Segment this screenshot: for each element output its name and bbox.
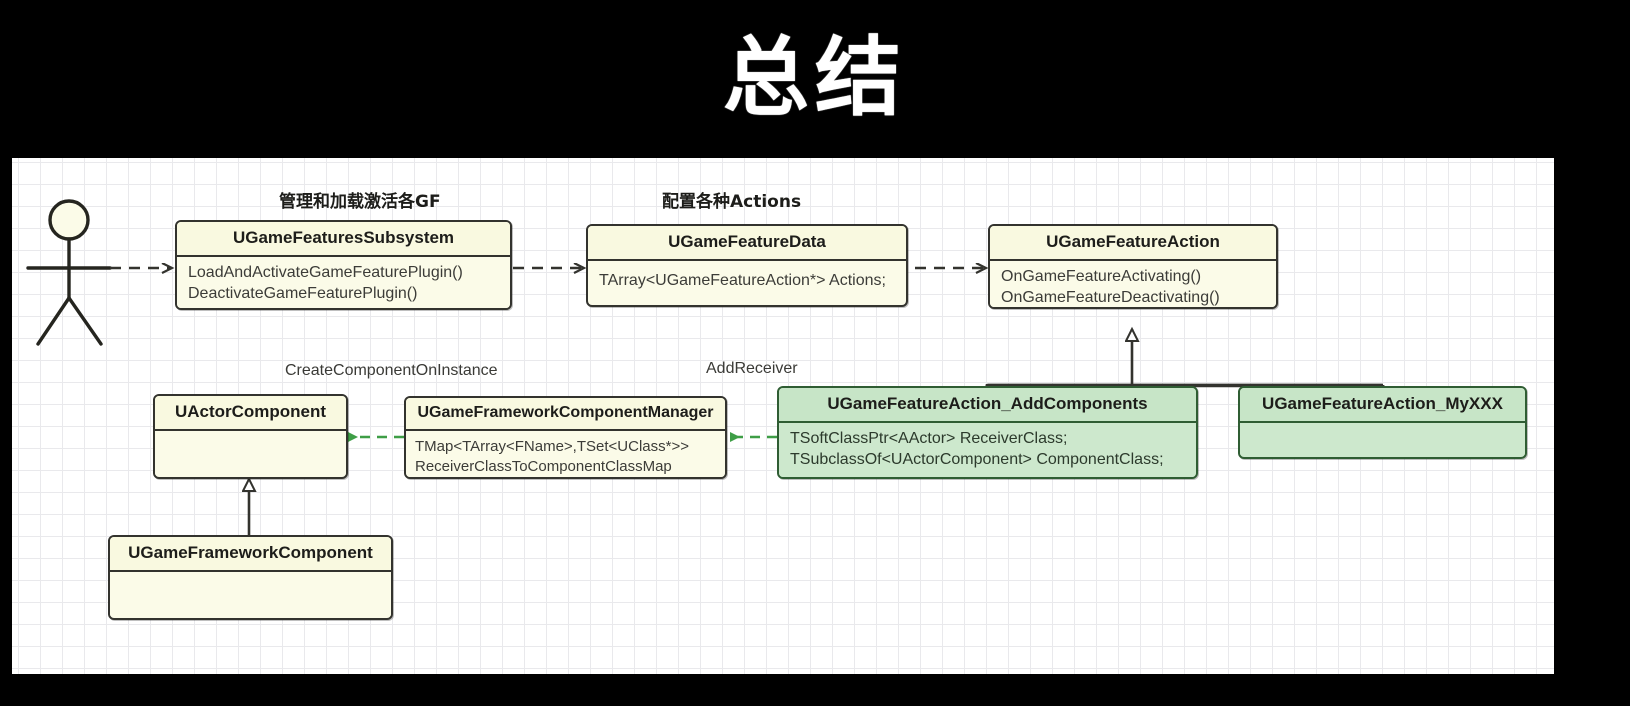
class-title-ugamefeaturessubsystem: UGameFeaturesSubsystem <box>177 222 510 257</box>
class-title-uactorcomponent: UActorComponent <box>155 396 346 431</box>
class-title-ugameframeworkcomponent: UGameFrameworkComponent <box>110 537 391 572</box>
user-actor-icon <box>26 199 112 346</box>
member-line: ReceiverClassToComponentClassMap <box>415 457 672 475</box>
diagram-canvas: 管理和加载激活各GF 配置各种Actions CreateComponentOn… <box>12 158 1554 674</box>
class-members-ugamefeatureaction-myxxx <box>1240 423 1525 455</box>
member-line: LoadAndActivateGameFeaturePlugin() <box>188 264 463 281</box>
class-box-ugamefeaturedata[interactable]: UGameFeatureData TArray<UGameFeatureActi… <box>586 224 908 307</box>
generalization-to-featureaction <box>986 329 1385 388</box>
class-members-ugamefeaturessubsystem: LoadAndActivateGameFeaturePlugin() Deact… <box>177 257 510 308</box>
class-box-ugamefeatureaction-myxxx[interactable]: UGameFeatureAction_MyXXX <box>1238 386 1527 459</box>
class-members-uactorcomponent <box>155 431 346 475</box>
member-line: OnGameFeatureDeactivating() <box>1001 288 1220 306</box>
member-line: TSubclassOf<UActorComponent> ComponentCl… <box>790 450 1164 468</box>
member-line: TSoftClassPtr<AActor> ReceiverClass; <box>790 430 1068 447</box>
class-box-ugameframeworkcomponent[interactable]: UGameFrameworkComponent <box>108 535 393 620</box>
title-banner: 总结 <box>0 0 1630 155</box>
class-members-ugameframeworkcomponentmanager: TMap<TArray<FName>,TSet<UClass*>> Receiv… <box>406 431 725 477</box>
class-box-ugamefeatureaction-addcomponents[interactable]: UGameFeatureAction_AddComponents TSoftCl… <box>777 386 1198 479</box>
member-line: TMap<TArray<FName>,TSet<UClass*>> <box>415 438 689 455</box>
class-title-ugameframeworkcomponentmanager: UGameFrameworkComponentManager <box>406 398 725 431</box>
annotation-create-component-on-instance: CreateComponentOnInstance <box>285 362 498 379</box>
class-members-ugamefeaturedata: TArray<UGameFeatureAction*> Actions; <box>588 261 906 298</box>
member-line: DeactivateGameFeaturePlugin() <box>188 284 418 302</box>
annotation-add-receiver: AddReceiver <box>706 360 798 377</box>
class-members-ugameframeworkcomponent <box>110 572 391 616</box>
class-box-ugameframeworkcomponentmanager[interactable]: UGameFrameworkComponentManager TMap<TArr… <box>404 396 727 479</box>
annotation-manage-gf: 管理和加载激活各GF <box>279 192 441 212</box>
member-line: OnGameFeatureActivating() <box>1001 268 1202 285</box>
page-title: 总结 <box>723 27 907 128</box>
member-line: TArray<UGameFeatureAction*> Actions; <box>599 272 886 289</box>
class-box-uactorcomponent[interactable]: UActorComponent <box>153 394 348 479</box>
annotation-configure-actions: 配置各种Actions <box>662 192 802 212</box>
class-title-ugamefeatureaction-addcomponents: UGameFeatureAction_AddComponents <box>779 388 1196 423</box>
class-title-ugamefeatureaction-myxxx: UGameFeatureAction_MyXXX <box>1240 388 1525 423</box>
class-title-ugamefeaturedata: UGameFeatureData <box>588 226 906 261</box>
class-members-ugamefeatureaction: OnGameFeatureActivating() OnGameFeatureD… <box>990 261 1276 307</box>
class-box-ugamefeatureaction[interactable]: UGameFeatureAction OnGameFeatureActivati… <box>988 224 1278 309</box>
class-box-ugamefeaturessubsystem[interactable]: UGameFeaturesSubsystem LoadAndActivateGa… <box>175 220 512 310</box>
class-members-ugamefeatureaction-addcomponents: TSoftClassPtr<AActor> ReceiverClass; TSu… <box>779 423 1196 477</box>
class-title-ugamefeatureaction: UGameFeatureAction <box>990 226 1276 261</box>
